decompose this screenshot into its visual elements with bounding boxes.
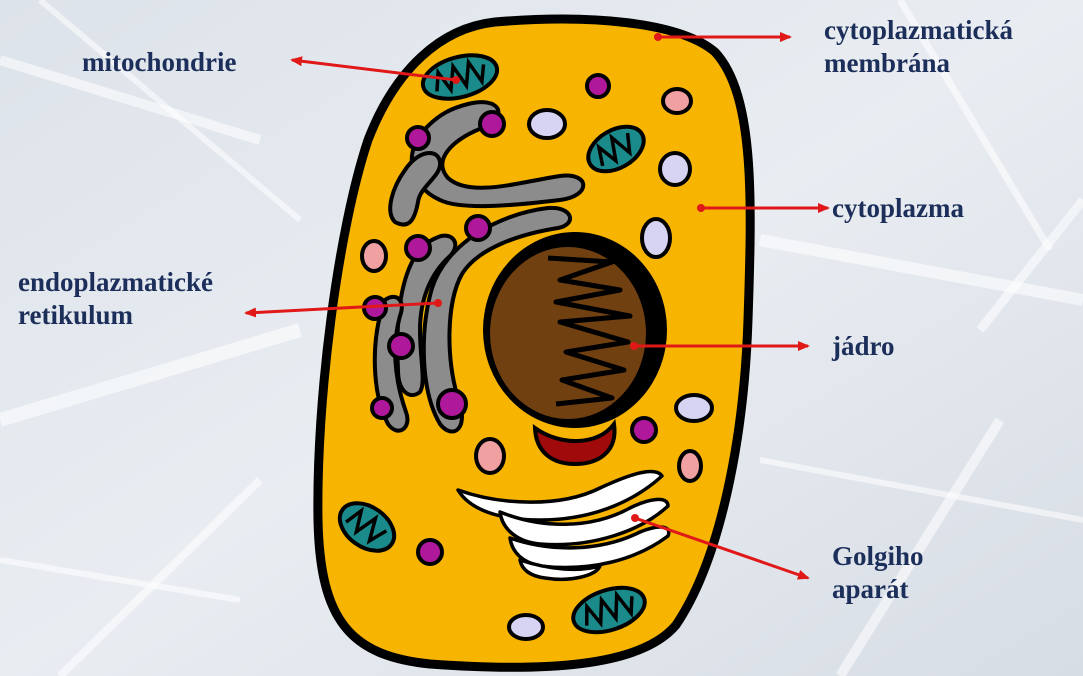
vesicle-lavender — [660, 153, 690, 185]
label-golgi-line1: Golgiho — [832, 540, 924, 573]
vesicle-lavender — [676, 395, 712, 421]
label-cytoplasm-text: cytoplazma — [832, 192, 964, 225]
vesicle-lavender — [529, 110, 565, 138]
vesicle-lavender — [509, 615, 543, 639]
vesicle-magenta — [632, 418, 656, 442]
label-er: endoplazmatické retikulum — [18, 266, 213, 332]
vesicle-magenta — [407, 127, 429, 149]
vesicle-pink — [679, 451, 701, 481]
label-membrane-line1: cytoplazmatická — [824, 14, 1013, 47]
label-nucleus: jádro — [832, 330, 895, 363]
label-golgi: Golgiho aparát — [832, 540, 924, 606]
label-mitochondria-text: mitochondrie — [82, 46, 237, 79]
vesicle-magenta — [418, 540, 442, 564]
vesicle-magenta — [406, 236, 430, 260]
label-er-line2: retikulum — [18, 299, 213, 332]
vesicle-magenta — [389, 334, 413, 358]
vesicle-magenta — [372, 398, 392, 418]
vesicle-magenta — [480, 112, 504, 136]
vesicle-pink — [362, 241, 386, 271]
label-mitochondria: mitochondrie — [82, 46, 237, 79]
label-golgi-line2: aparát — [832, 573, 924, 606]
label-membrane-line2: membrána — [824, 47, 1013, 80]
vesicle-magenta — [587, 75, 609, 97]
vesicle-magenta — [466, 216, 490, 240]
label-er-line1: endoplazmatické — [18, 266, 213, 299]
vesicle-pink — [663, 89, 691, 113]
label-cytoplasm: cytoplazma — [832, 192, 964, 225]
label-nucleus-text: jádro — [832, 330, 895, 363]
label-membrane: cytoplazmatická membrána — [824, 14, 1013, 80]
vesicle-magenta — [438, 390, 466, 418]
vesicle-pink — [476, 439, 504, 473]
vesicle-lavender — [642, 219, 670, 257]
